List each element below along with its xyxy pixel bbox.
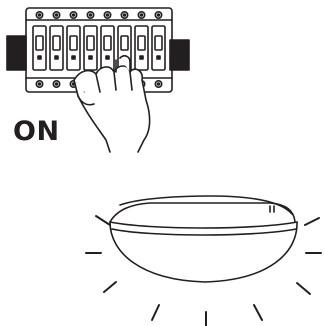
din-rail-left bbox=[7, 36, 26, 70]
breaker-switch bbox=[50, 12, 63, 87]
din-rail-right bbox=[170, 40, 189, 70]
breaker-switch bbox=[152, 12, 165, 87]
hand-icon bbox=[74, 56, 150, 152]
step-state-label: ON bbox=[13, 116, 60, 147]
ceiling-light-icon bbox=[110, 196, 297, 282]
light-ray-icon bbox=[86, 216, 321, 326]
breaker-switch bbox=[33, 12, 46, 87]
